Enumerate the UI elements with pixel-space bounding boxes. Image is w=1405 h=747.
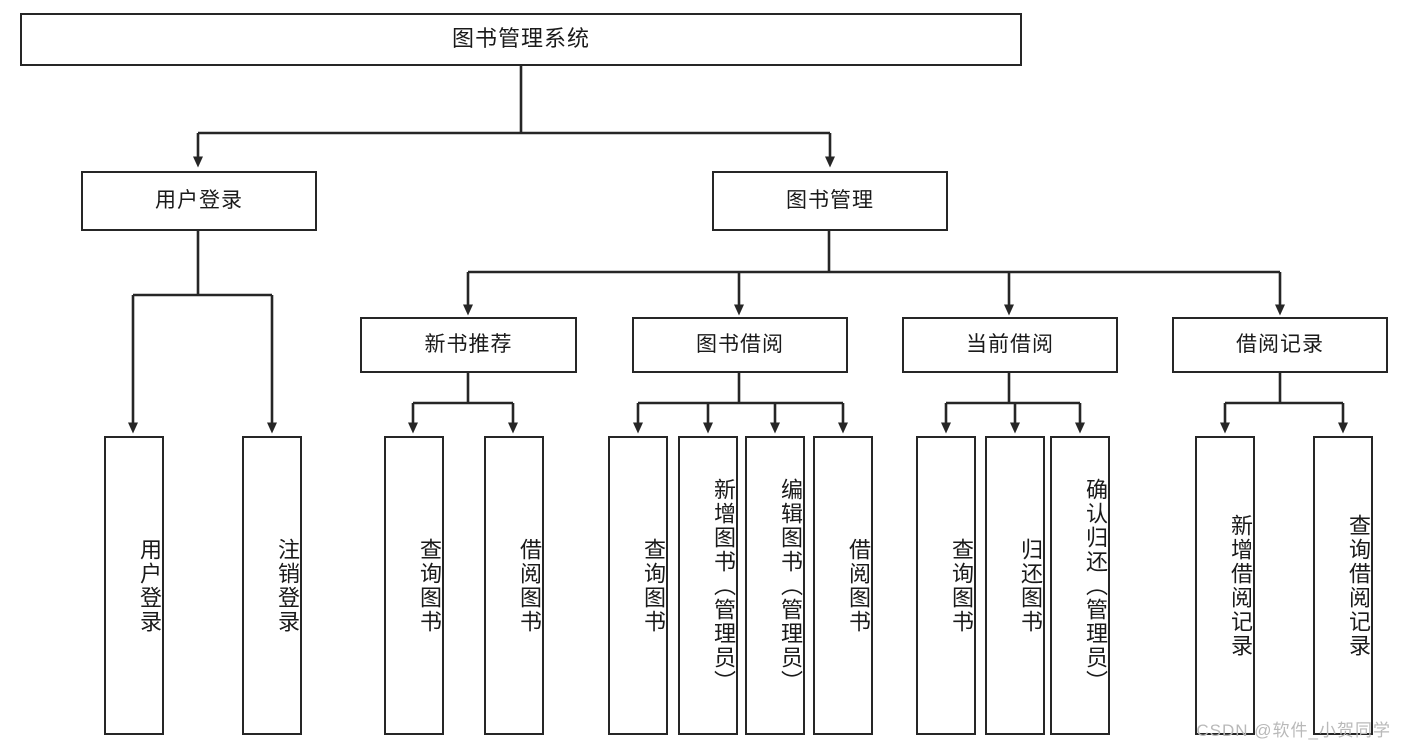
- leaf-current-query-book[interactable]: 查询图书: [916, 436, 976, 735]
- node-book-borrow[interactable]: 图书借阅: [632, 317, 848, 373]
- leaf-user-login-login[interactable]: 用户登录: [104, 436, 164, 735]
- leaf-borrow-edit-book-admin[interactable]: 编辑图书（管理员）: [745, 436, 805, 735]
- leaf-label: 确认归还（管理员）: [1083, 477, 1108, 694]
- leaf-label: 查询图书: [641, 537, 666, 634]
- node-borrow-records[interactable]: 借阅记录: [1172, 317, 1388, 373]
- leaf-borrow-add-book-admin[interactable]: 新增图书（管理员）: [678, 436, 738, 735]
- leaf-label: 借阅图书: [846, 537, 871, 634]
- leaf-user-login-logout[interactable]: 注销登录: [242, 436, 302, 735]
- leaf-records-query-record[interactable]: 查询借阅记录: [1313, 436, 1373, 735]
- node-new-book-recommend[interactable]: 新书推荐: [360, 317, 577, 373]
- leaf-label: 查询图书: [417, 537, 442, 634]
- node-root-system[interactable]: 图书管理系统: [20, 13, 1022, 66]
- leaf-records-add-record[interactable]: 新增借阅记录: [1195, 436, 1255, 735]
- leaf-borrow-query-book[interactable]: 查询图书: [608, 436, 668, 735]
- leaf-label: 新增借阅记录: [1228, 513, 1253, 658]
- node-book-management[interactable]: 图书管理: [712, 171, 948, 231]
- leaf-label: 查询借阅记录: [1346, 513, 1371, 658]
- leaf-borrow-borrow-book[interactable]: 借阅图书: [813, 436, 873, 735]
- leaf-label: 编辑图书（管理员）: [778, 477, 803, 694]
- leaf-current-confirm-return-admin[interactable]: 确认归还（管理员）: [1050, 436, 1110, 735]
- leaf-label: 归还图书: [1018, 537, 1043, 634]
- node-current-borrow[interactable]: 当前借阅: [902, 317, 1118, 373]
- leaf-label: 用户登录: [137, 537, 162, 634]
- watermark-text: CSDN @软件_小贺同学: [1196, 721, 1391, 740]
- leaf-label: 借阅图书: [517, 537, 542, 634]
- node-user-login[interactable]: 用户登录: [81, 171, 317, 231]
- leaf-new-book-query[interactable]: 查询图书: [384, 436, 444, 735]
- leaf-current-return-book[interactable]: 归还图书: [985, 436, 1045, 735]
- leaf-new-book-borrow[interactable]: 借阅图书: [484, 436, 544, 735]
- leaf-label: 查询图书: [949, 537, 974, 634]
- leaf-label: 新增图书（管理员）: [711, 477, 736, 694]
- leaf-label: 注销登录: [275, 537, 300, 634]
